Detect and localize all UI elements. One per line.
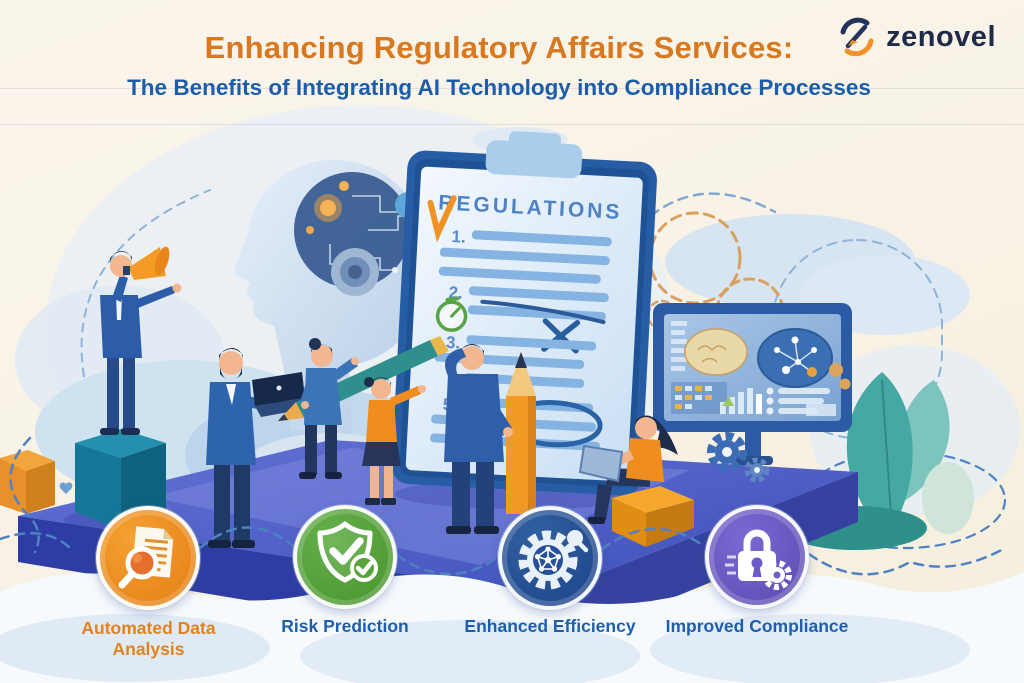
risk-prediction-badge [293, 505, 397, 609]
zenovel-logo-icon [840, 17, 874, 57]
enhanced-efficiency-badge [498, 506, 602, 610]
orange-cube-seat [612, 486, 694, 513]
person-pointing [362, 377, 426, 505]
benefit-label-improved-compliance: Improved Compliance [665, 616, 849, 636]
header-divider-top [0, 88, 1024, 89]
laptop-icon [578, 444, 624, 483]
giant-orange-pencil-icon [506, 352, 536, 396]
orange-cube-left [0, 450, 55, 514]
benefit-label-enhanced-efficiency: Enhanced Efficiency [464, 616, 636, 636]
brain-diagram-left [684, 328, 748, 376]
green-stopwatch [435, 296, 468, 332]
brain-diagram-right [757, 328, 851, 390]
padlock-gear-icon [725, 529, 792, 590]
page-title: Enhancing Regulatory Affairs Services: [204, 30, 794, 65]
document-magnifier-icon [118, 526, 174, 589]
foreground [0, 572, 1024, 683]
header-divider-bottom [0, 124, 1024, 125]
orange-check-mark [427, 195, 457, 243]
clipboard-item-3: 3. [446, 333, 461, 353]
shield-check-icon [317, 521, 378, 583]
person-writer [444, 344, 536, 534]
benefit-label-risk-prediction: Risk Prediction [281, 616, 409, 636]
analytics-dashboard [653, 303, 852, 465]
page-subtitle: The Benefits of Integrating AI Technolog… [127, 75, 871, 100]
zenovel-logo: zenovel [836, 16, 996, 58]
automated-data-analysis-badge [96, 506, 200, 610]
benefit-label-automated-data-analysis: Automated Data Analysis [81, 618, 216, 659]
improved-compliance-badge [705, 505, 809, 609]
clipboard-clip [485, 140, 583, 179]
person-megaphone [100, 246, 182, 435]
strike-line [480, 299, 606, 325]
dashed-connector [0, 436, 1007, 576]
gear-network-icon [518, 530, 589, 590]
zenovel-logo-text: zenovel [886, 20, 996, 53]
gear-icon [707, 432, 770, 483]
person-seated [578, 415, 694, 547]
clipboard-item-1: 1. [451, 227, 466, 247]
header: Enhancing Regulatory Affairs Services: T… [0, 30, 998, 101]
